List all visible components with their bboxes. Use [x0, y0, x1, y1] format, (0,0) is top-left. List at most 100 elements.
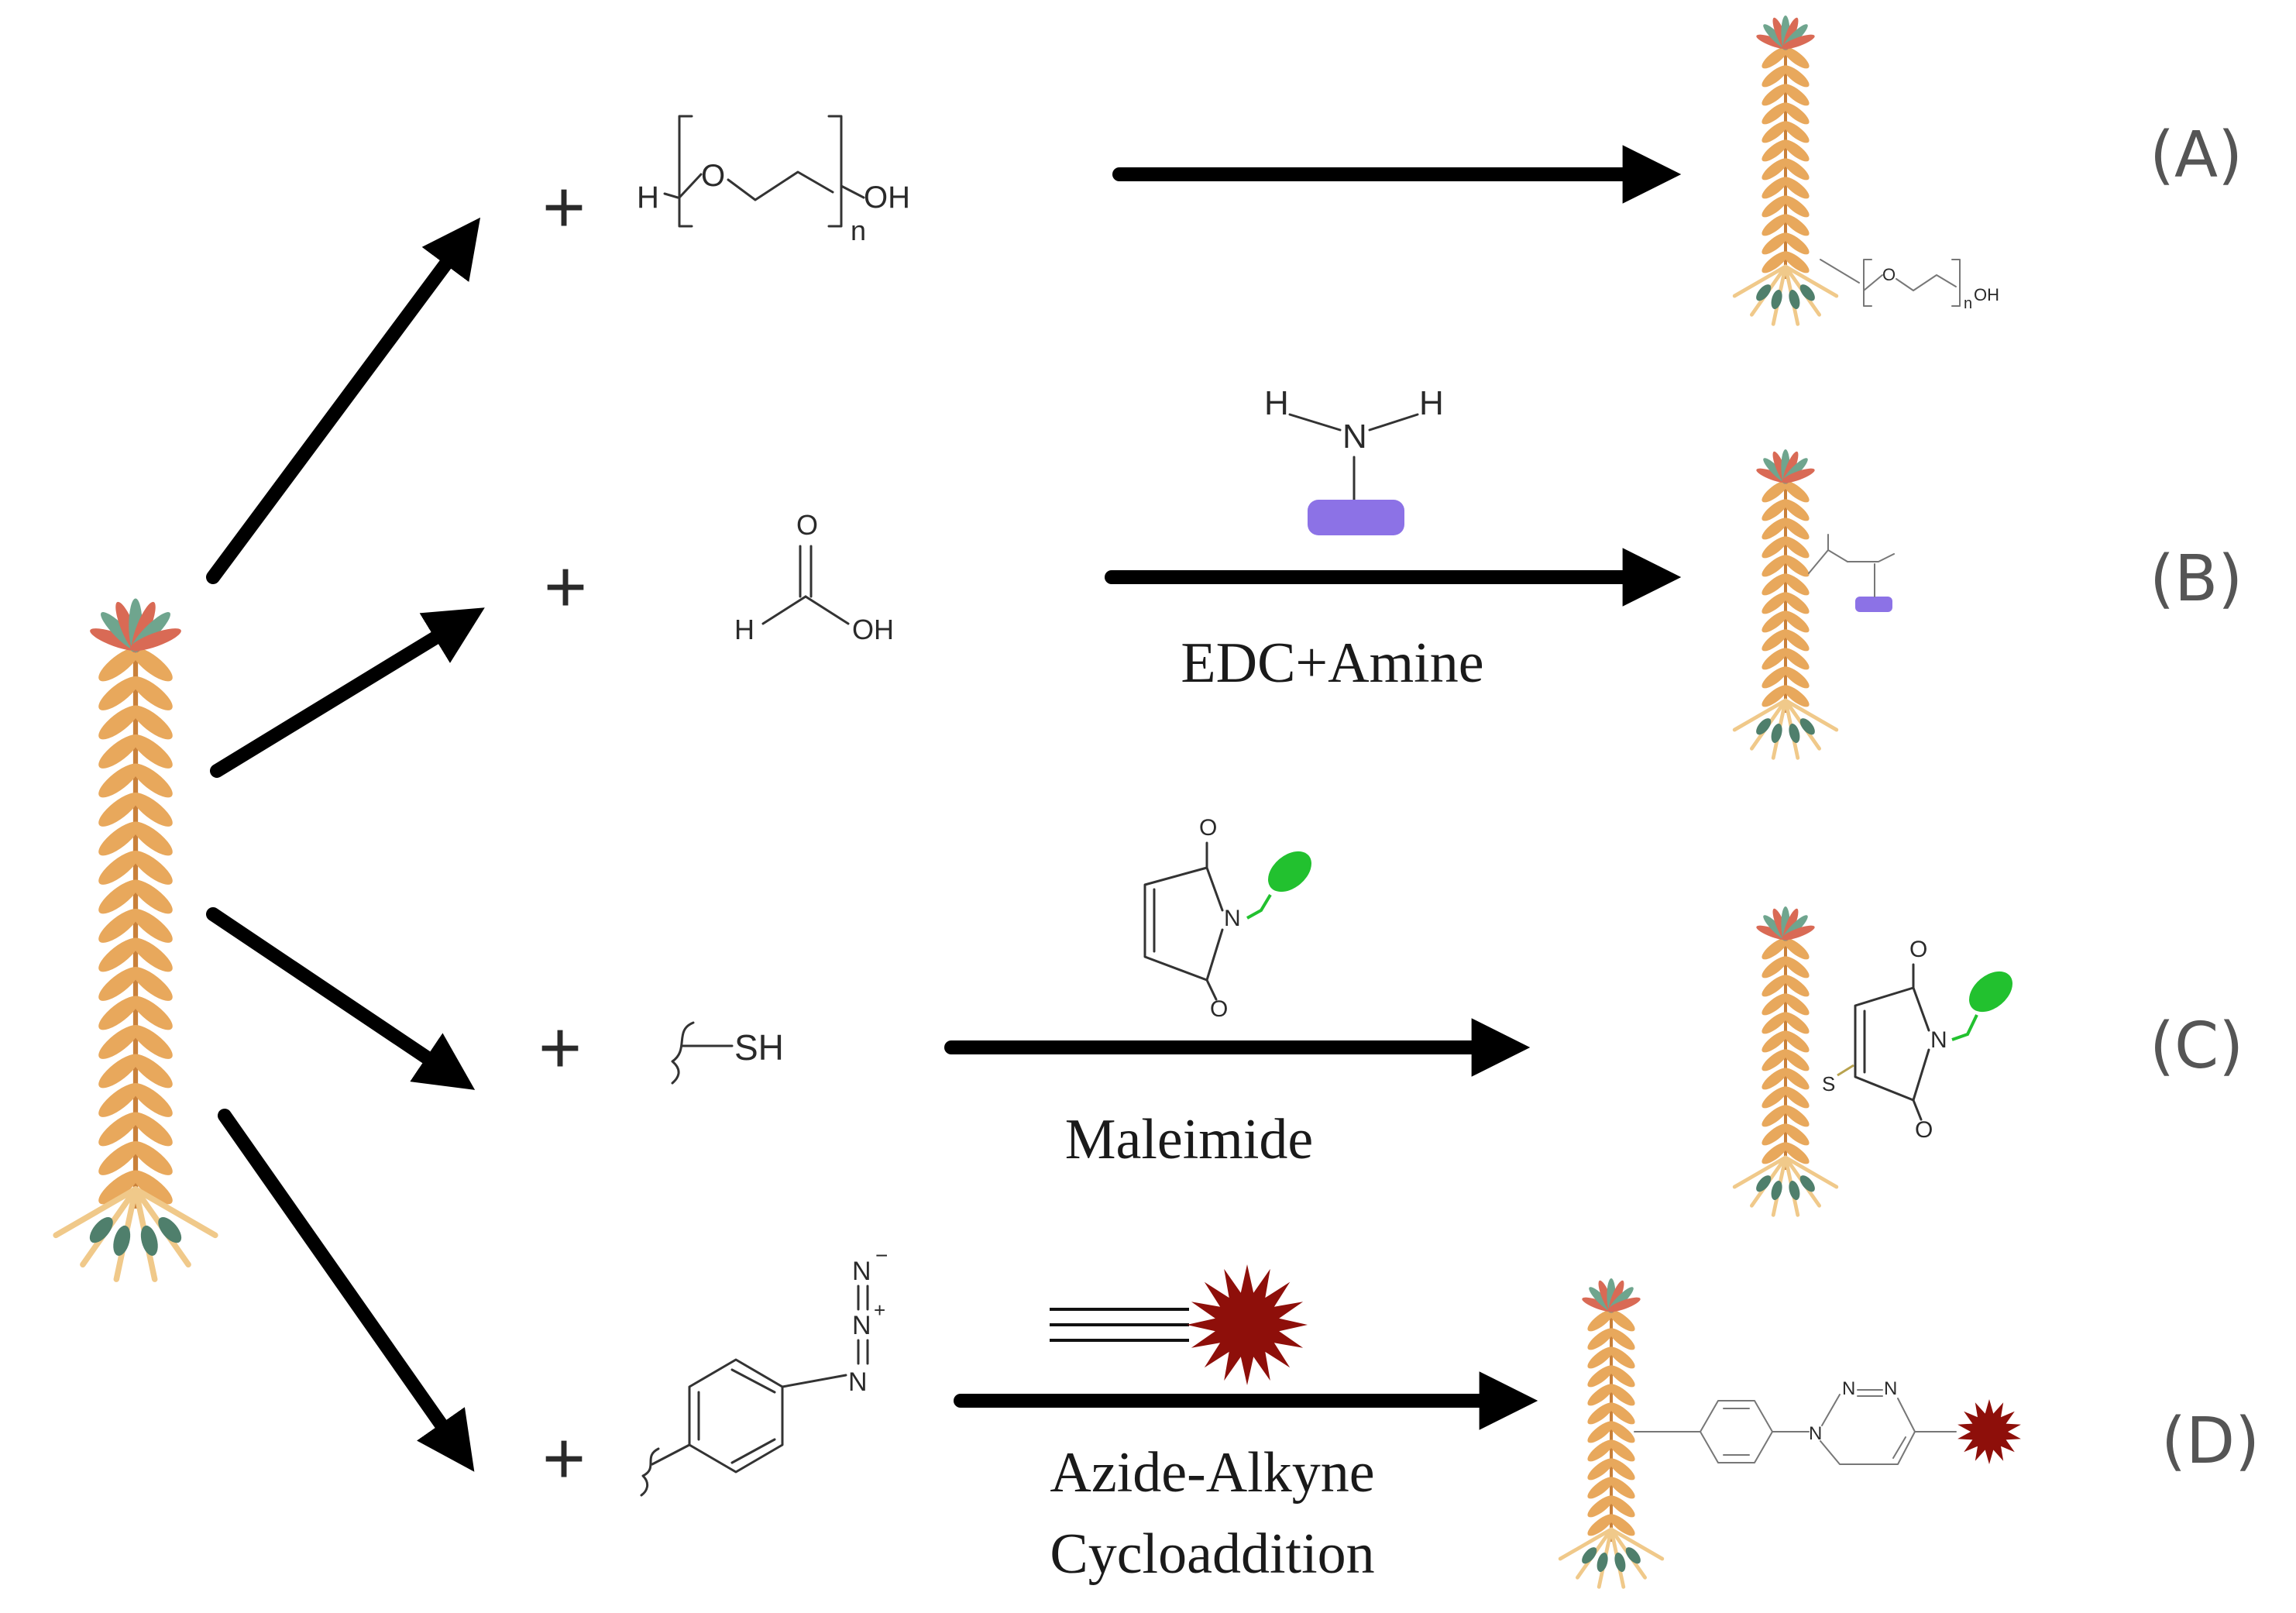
peg-oh-group: OH	[864, 181, 910, 215]
root	[132, 1186, 218, 1239]
leaf	[1608, 1514, 1635, 1536]
leaf	[131, 1025, 173, 1059]
leaf	[1782, 518, 1810, 540]
root-node	[1799, 284, 1815, 301]
leaf	[1762, 956, 1789, 978]
leaf	[131, 1141, 173, 1175]
leaf	[131, 1112, 173, 1147]
root	[1609, 1527, 1665, 1561]
leaf	[98, 821, 140, 856]
root-node	[1625, 1547, 1641, 1564]
leaf	[1608, 1477, 1635, 1499]
reaction-row-b: + O H OH H N H EDC+Amine (B)	[544, 384, 2243, 760]
leaf	[131, 1083, 173, 1117]
product-nanostructure-a	[1732, 15, 1839, 326]
leaf	[1762, 139, 1789, 162]
leaf	[131, 851, 173, 885]
leaf	[1762, 1142, 1789, 1164]
leaf	[98, 793, 140, 827]
amine-block	[1308, 500, 1404, 535]
leaf	[1608, 1439, 1635, 1462]
formic-o-atom: O	[796, 509, 818, 541]
leaf	[1608, 1402, 1635, 1425]
leaf	[1762, 685, 1789, 707]
leaf	[98, 996, 140, 1030]
leaf	[1782, 46, 1810, 69]
plus-sign-a: +	[542, 166, 586, 249]
azide-n3: N	[852, 1257, 871, 1286]
leaf	[1762, 84, 1789, 106]
azide-n2: N	[852, 1311, 871, 1340]
condition-d-line2: Cycloaddition	[1050, 1522, 1374, 1586]
leaf	[1608, 1421, 1635, 1443]
leaf	[131, 996, 173, 1030]
leaf	[131, 647, 173, 682]
leaf	[1762, 121, 1789, 143]
leaf	[98, 967, 140, 1001]
tip-spike	[1782, 468, 1815, 483]
leaf	[1762, 251, 1789, 273]
leaf	[131, 1170, 173, 1205]
leaf	[1762, 1049, 1789, 1071]
leaf	[1762, 518, 1789, 540]
root	[1783, 264, 1839, 298]
condition-d-line1: Azide-Alkyne	[1050, 1441, 1374, 1505]
leaf	[1762, 536, 1789, 559]
product-c-tag	[1969, 971, 2012, 1013]
label-d: (D)	[2161, 1405, 2260, 1478]
label-c: (C)	[2150, 1009, 2243, 1083]
root-node	[1789, 290, 1800, 309]
tip-spike	[129, 628, 181, 652]
leaf	[1782, 937, 1810, 960]
leaf	[131, 1054, 173, 1089]
leaf	[98, 851, 140, 885]
leaf	[1762, 1012, 1789, 1034]
maleimide-tag	[1268, 851, 1311, 892]
leaf	[1762, 629, 1789, 652]
leaf	[131, 937, 173, 972]
root	[1558, 1527, 1614, 1561]
leaf	[1782, 993, 1810, 1016]
leaf	[1762, 214, 1789, 236]
leaf	[98, 1083, 140, 1117]
root-node	[1756, 284, 1772, 301]
product-c-o-bottom: O	[1915, 1117, 1933, 1143]
branch-arrow-a	[206, 217, 481, 584]
peg-reagent: H O n OH	[637, 115, 910, 246]
leaf	[131, 909, 173, 943]
product-nanostructure-d	[1558, 1278, 1665, 1589]
leaf	[1762, 1030, 1789, 1053]
leaf	[1782, 102, 1810, 125]
amine-h-right: H	[1419, 384, 1444, 422]
leaf	[1762, 555, 1789, 577]
leaf	[98, 879, 140, 914]
condition-b: EDC+Amine	[1181, 631, 1483, 695]
root	[1783, 1155, 1839, 1189]
leaf	[131, 763, 173, 798]
leaf	[98, 676, 140, 710]
leaf	[1587, 1328, 1614, 1350]
amide-product	[1808, 534, 1895, 612]
leaf	[98, 1054, 140, 1089]
leaf	[1762, 102, 1789, 125]
leaf	[1762, 937, 1789, 960]
leaf	[1782, 610, 1810, 633]
root-node	[89, 1217, 113, 1243]
peg-n-subscript: n	[851, 215, 866, 246]
alkyne-reagent	[1050, 1264, 1308, 1385]
leaf	[1608, 1328, 1635, 1350]
condition-c: Maleimide	[1065, 1108, 1314, 1171]
leaf	[98, 705, 140, 740]
leaf	[1587, 1458, 1614, 1481]
leaf	[1587, 1402, 1614, 1425]
leaf	[1782, 1105, 1810, 1127]
label-a: (A)	[2150, 119, 2243, 192]
leaf	[131, 879, 173, 914]
root	[53, 1186, 139, 1239]
leaf	[1762, 65, 1789, 88]
leaf	[1762, 499, 1789, 521]
reaction-row-a: + H O n OH O n OH (A)	[542, 15, 2243, 326]
azide-n1: N	[848, 1367, 868, 1397]
leaf	[131, 821, 173, 856]
